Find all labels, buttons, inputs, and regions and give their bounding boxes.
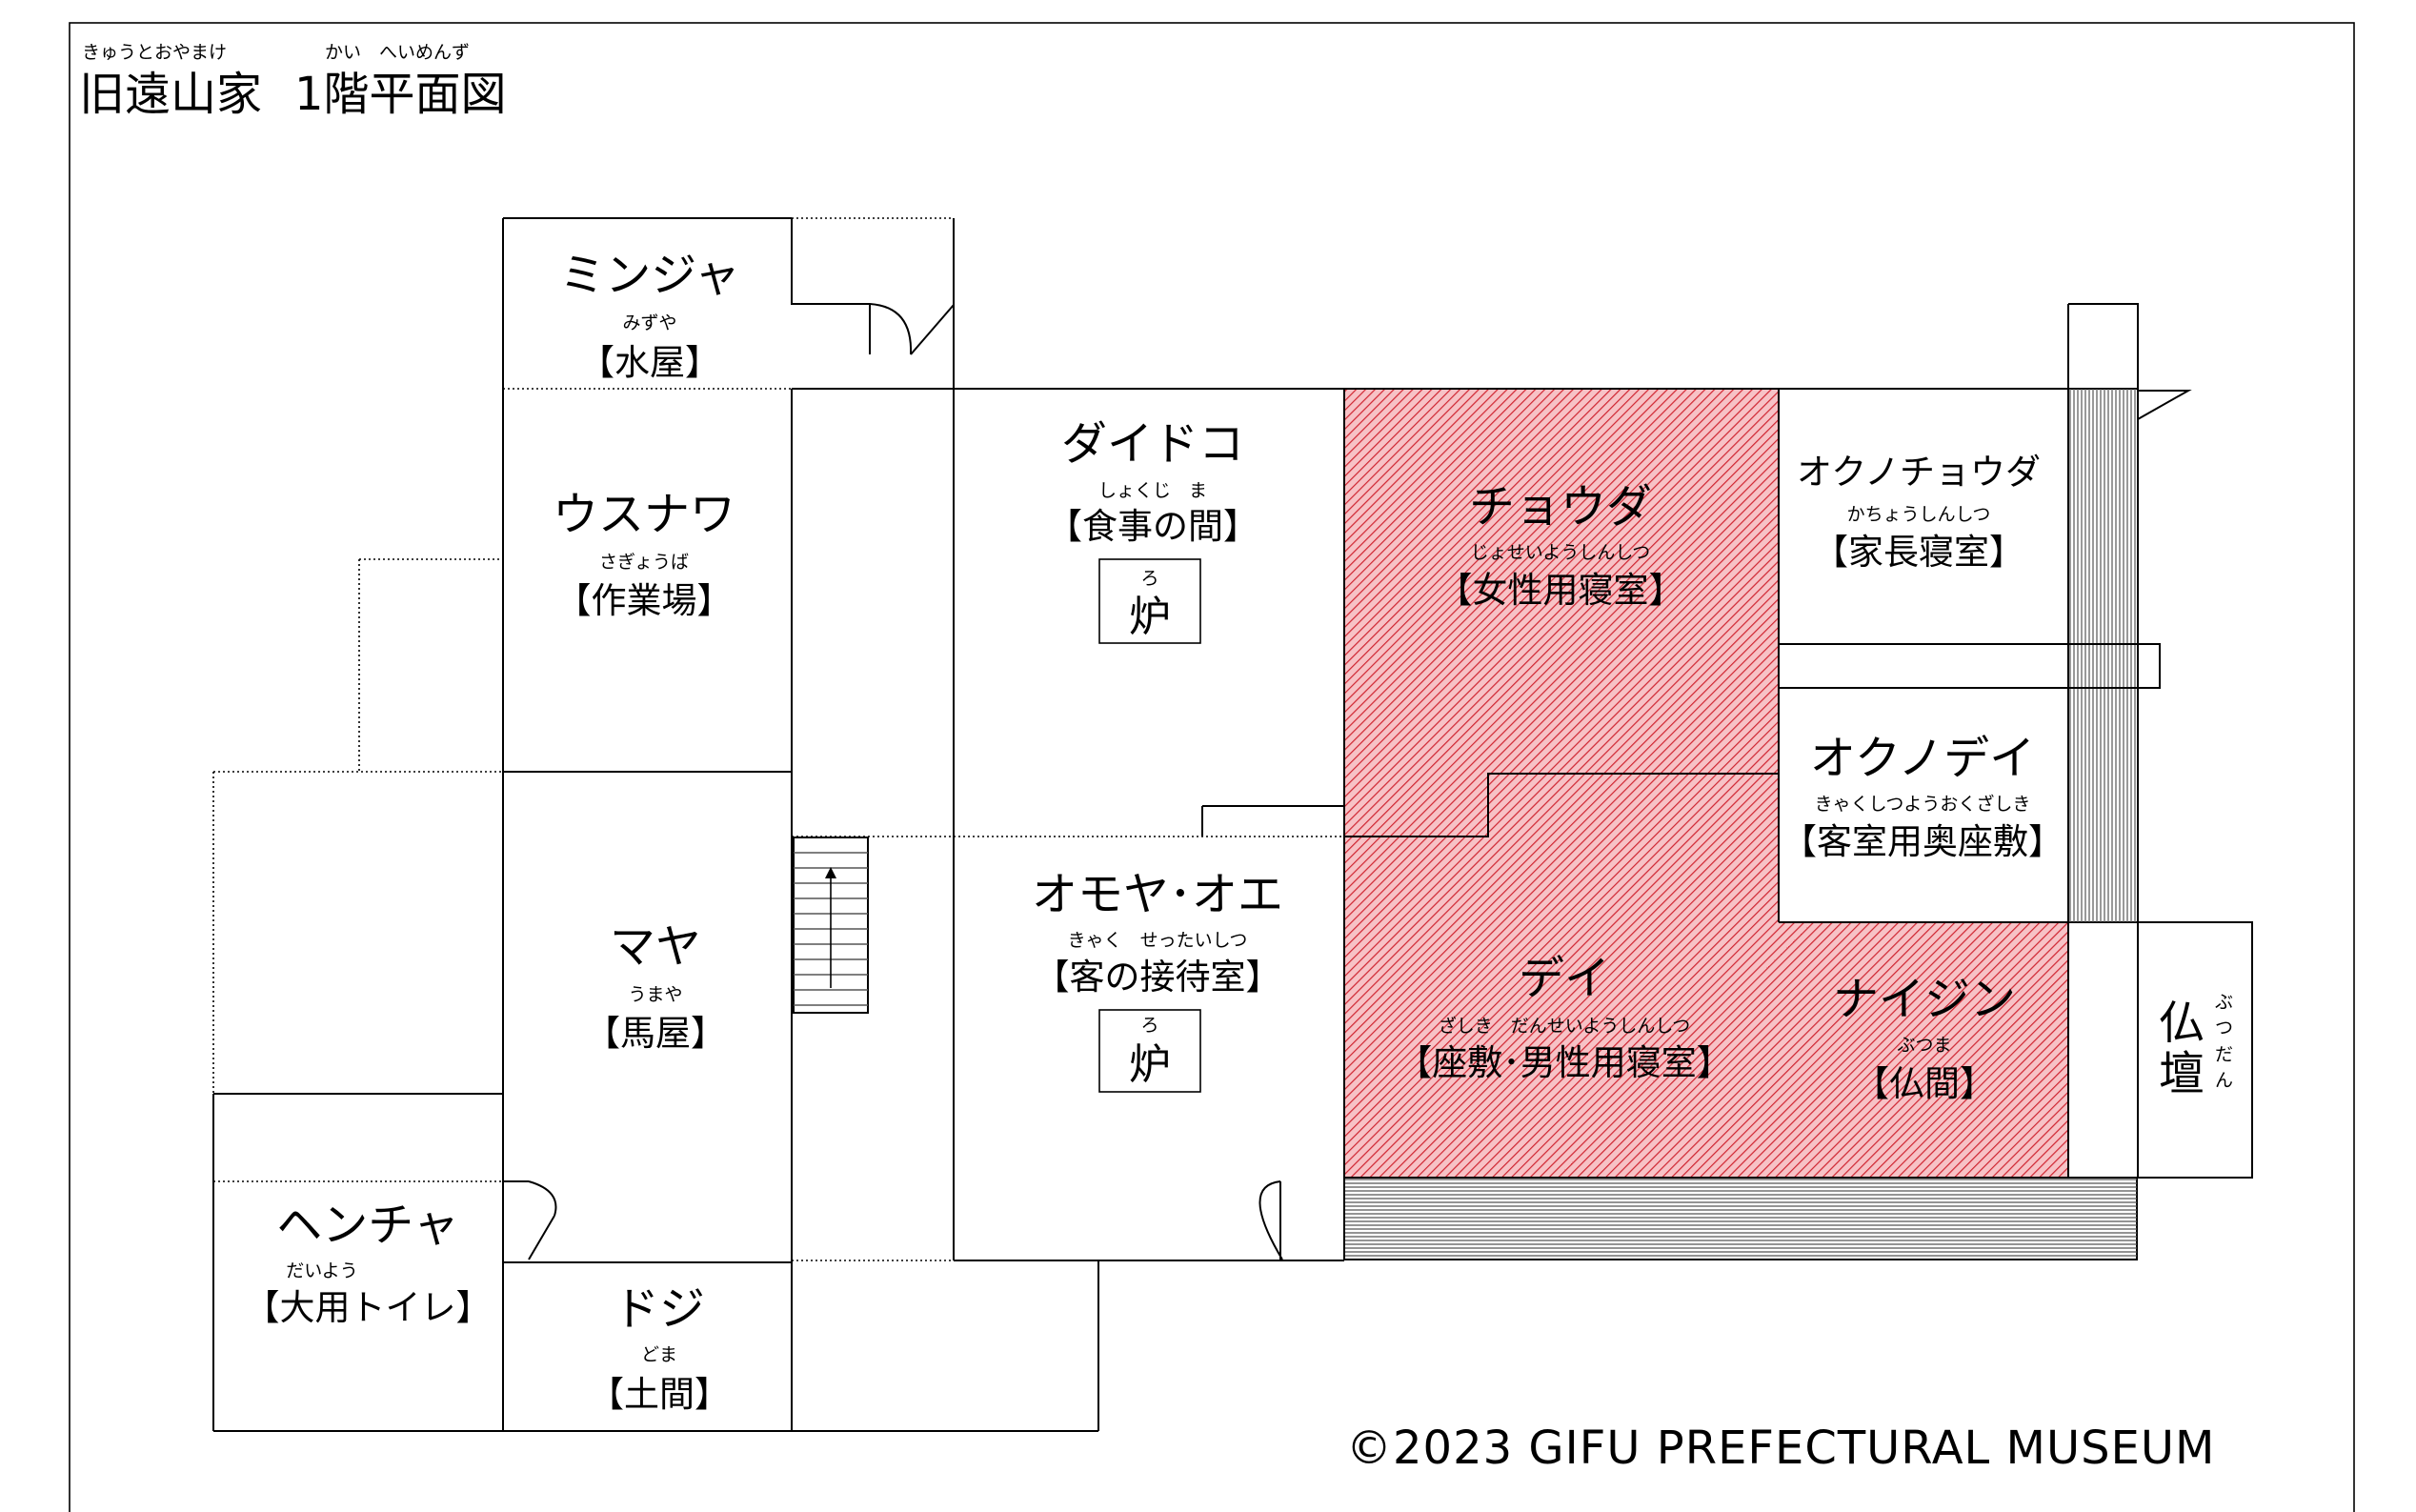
butsudan-ruby-1: ぶ (2215, 992, 2233, 1013)
room-name: デイ (1519, 952, 1610, 1005)
room-role: 【女性用寝室】 (1438, 570, 1684, 611)
room-chouda: チョウダ じょせいようしんしつ 【女性用寝室】 (1438, 480, 1684, 611)
room-name: ウスナワ (553, 488, 735, 541)
room-role: 【馬屋】 (585, 1013, 726, 1054)
room-minja: ミンジャ みずや 【水屋】 (559, 249, 740, 383)
hearth-omoya (1098, 1009, 1201, 1093)
room-name: ヘンチャ (276, 1199, 459, 1252)
room-naijin: ナイジン ぶつま 【仏間】 (1833, 973, 2016, 1104)
room-daidoko: ダイドコ しょくじ ま 【食事の間】 ろ 炉 (1047, 417, 1258, 641)
room-usunawa: ウスナワ さぎょうば 【作業場】 (553, 488, 735, 621)
room-ruby: しょくじ ま (1098, 480, 1207, 501)
title-ruby-floor: かい へいめんず (325, 42, 470, 63)
title-floor: 1階平面図 (294, 68, 507, 121)
room-ruby: さぎょうば (599, 552, 689, 573)
room-butsudan: 仏 壇 ぶ つ だ ん (2159, 992, 2233, 1100)
butsudan-char-1: 仏 (2159, 997, 2205, 1050)
room-name: オモヤ･オエ (1032, 868, 1283, 921)
room-ruby: どま (641, 1344, 677, 1365)
room-doji: ドジ どま 【土間】 (589, 1282, 730, 1415)
room-okuno-dei: オクノデイ きゃくしつようおくざしき 【客室用奥座敷】 (1782, 732, 2064, 862)
room-name: ドジ (614, 1282, 705, 1336)
room-role: 【仏間】 (1854, 1063, 1995, 1104)
hearth-label: 炉 (1129, 593, 1171, 641)
hearth-ruby: ろ (1140, 568, 1158, 589)
highlighted-rooms (1344, 389, 2067, 1178)
room-role: 【座敷･男性用寝室】 (1397, 1042, 1732, 1083)
room-role: 【土間】 (589, 1374, 730, 1415)
butsudan-ruby-3: だ (2215, 1044, 2233, 1065)
room-okuno-chouda: オクノチョウダ かちょうしんしつ 【家長寝室】 (1797, 452, 2041, 573)
page-border (69, 22, 2355, 1512)
room-role: 【家長寝室】 (1813, 532, 2024, 573)
butsudan-ruby-4: ん (2215, 1070, 2233, 1091)
room-ruby: みずや (622, 312, 676, 333)
room-role: 【食事の間】 (1047, 506, 1258, 547)
room-ruby: ざしき だんせいようしんしつ (1439, 1015, 1690, 1037)
hearth-daidoko (1098, 558, 1201, 644)
room-name: ダイドコ (1061, 417, 1244, 471)
room-ruby: だいよう (286, 1260, 358, 1281)
title-name: 旧遠山家 (79, 68, 262, 121)
room-name: ナイジン (1833, 973, 2016, 1026)
room-dei: デイ ざしき だんせいようしんしつ 【座敷･男性用寝室】 (1397, 952, 1732, 1083)
room-hencha: ヘンチャ だいよう 【大用トイレ】 (245, 1199, 492, 1328)
butsudan-char-2: 壇 (2159, 1047, 2205, 1100)
room-name: ミンジャ (559, 249, 740, 302)
room-role: 【客室用奥座敷】 (1782, 821, 2064, 862)
veranda-horizontal-stripes (1344, 1179, 2137, 1257)
room-omoya: オモヤ･オエ きゃく せったいしつ 【客の接待室】 ろ 炉 (1032, 868, 1283, 1089)
room-maya: マヤ うまや 【馬屋】 (585, 920, 726, 1054)
title-ruby-name: きゅうとおやまけ (82, 42, 227, 63)
room-ruby: うまや (628, 984, 682, 1005)
room-role: 【大用トイレ】 (245, 1287, 492, 1328)
room-ruby: かちょうしんしつ (1847, 504, 1991, 525)
room-name: マヤ (610, 920, 701, 974)
room-ruby: じょせいようしんしつ (1471, 542, 1650, 563)
room-role: 【水屋】 (579, 342, 720, 383)
veranda-vertical-stripes (2069, 389, 2136, 922)
room-role: 【作業場】 (556, 580, 733, 621)
room-ruby: ぶつま (1897, 1035, 1951, 1056)
hearth-ruby: ろ (1140, 1015, 1158, 1036)
room-role: 【客の接待室】 (1035, 957, 1281, 998)
room-name: オクノデイ (1810, 732, 2035, 785)
room-name: チョウダ (1469, 480, 1652, 534)
butsudan-ruby-2: つ (2215, 1018, 2233, 1038)
copyright: ©2023 GIFU PREFECTURAL MUSEUM (1346, 1421, 2215, 1475)
room-ruby: きゃく せったいしつ (1068, 930, 1248, 951)
hearth-label: 炉 (1129, 1040, 1171, 1089)
walls (212, 217, 2253, 1432)
room-ruby: きゃくしつようおくざしき (1815, 793, 2031, 815)
room-name: オクノチョウダ (1797, 452, 2041, 493)
stairs (793, 837, 869, 1014)
